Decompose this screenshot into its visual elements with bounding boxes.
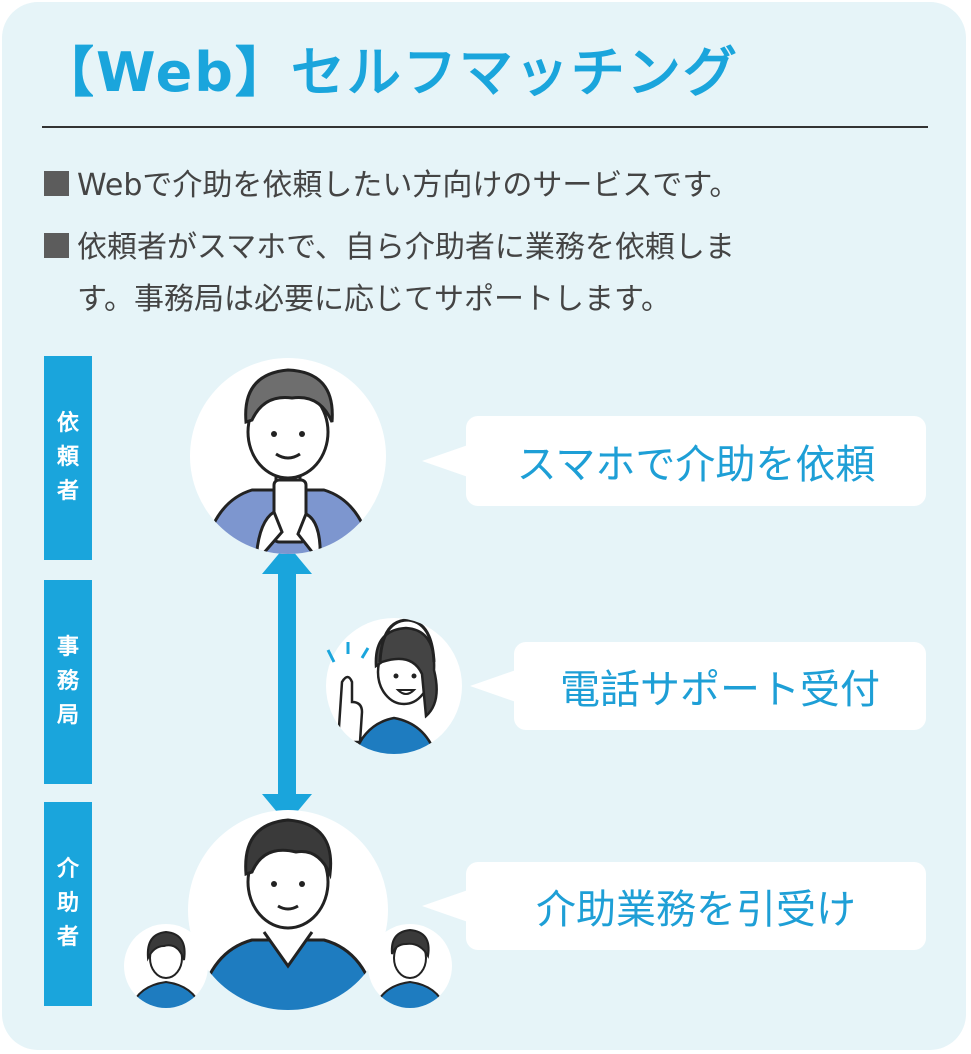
role-label-char: 依 (56, 411, 79, 436)
helper-male-avatar-icon (368, 924, 452, 1008)
bubble-text: スマホで介助を依頼 (516, 442, 876, 488)
helper-female-avatar-icon (124, 924, 208, 1008)
bubble-text: 電話サポート受付 (560, 667, 880, 713)
role-label-char: 者 (56, 925, 79, 950)
role-label-requester: 依 頼 者 (44, 356, 92, 560)
role-label-char: 助 (56, 891, 79, 916)
bullet-item: 依頼者がスマホで、自ら介助者に業務を依頼しま す。事務局は必要に応じてサポートし… (44, 222, 924, 326)
square-bullet-icon (44, 171, 69, 196)
bullet-item: Webで介助を依頼したい方向けのサービスです。 (44, 160, 739, 212)
speech-bubble-helper: 介助業務を引受け (466, 862, 926, 950)
square-bullet-icon (44, 233, 69, 258)
speech-bubble-requester: スマホで介助を依頼 (466, 416, 926, 506)
role-label-helper: 介 助 者 (44, 802, 92, 1006)
role-label-char: 務 (56, 669, 79, 694)
role-label-char: 者 (56, 479, 79, 504)
requester-avatar-icon (190, 358, 386, 554)
bullet-text: Webで介助を依頼したい方向けのサービスです。 (77, 168, 740, 203)
speech-bubble-office: 電話サポート受付 (514, 642, 926, 730)
role-label-char: 事 (56, 635, 79, 660)
bubble-text: 介助業務を引受け (536, 887, 856, 933)
role-label-office: 事 務 局 (44, 580, 92, 784)
role-label-char: 局 (56, 703, 79, 728)
role-label-char: 介 (56, 857, 79, 882)
bullet-text: 依頼者がスマホで、自ら介助者に業務を依頼しま (77, 230, 735, 265)
role-label-char: 頼 (56, 445, 79, 470)
bullet-text-continued: す。事務局は必要に応じてサポートします。 (77, 282, 671, 317)
helper-avatar-icon (188, 810, 388, 1010)
operator-avatar-icon (326, 618, 462, 754)
double-arrow-icon (262, 544, 312, 824)
title-divider (42, 126, 928, 128)
page-title: 【Web】セルフマッチング (40, 41, 739, 104)
